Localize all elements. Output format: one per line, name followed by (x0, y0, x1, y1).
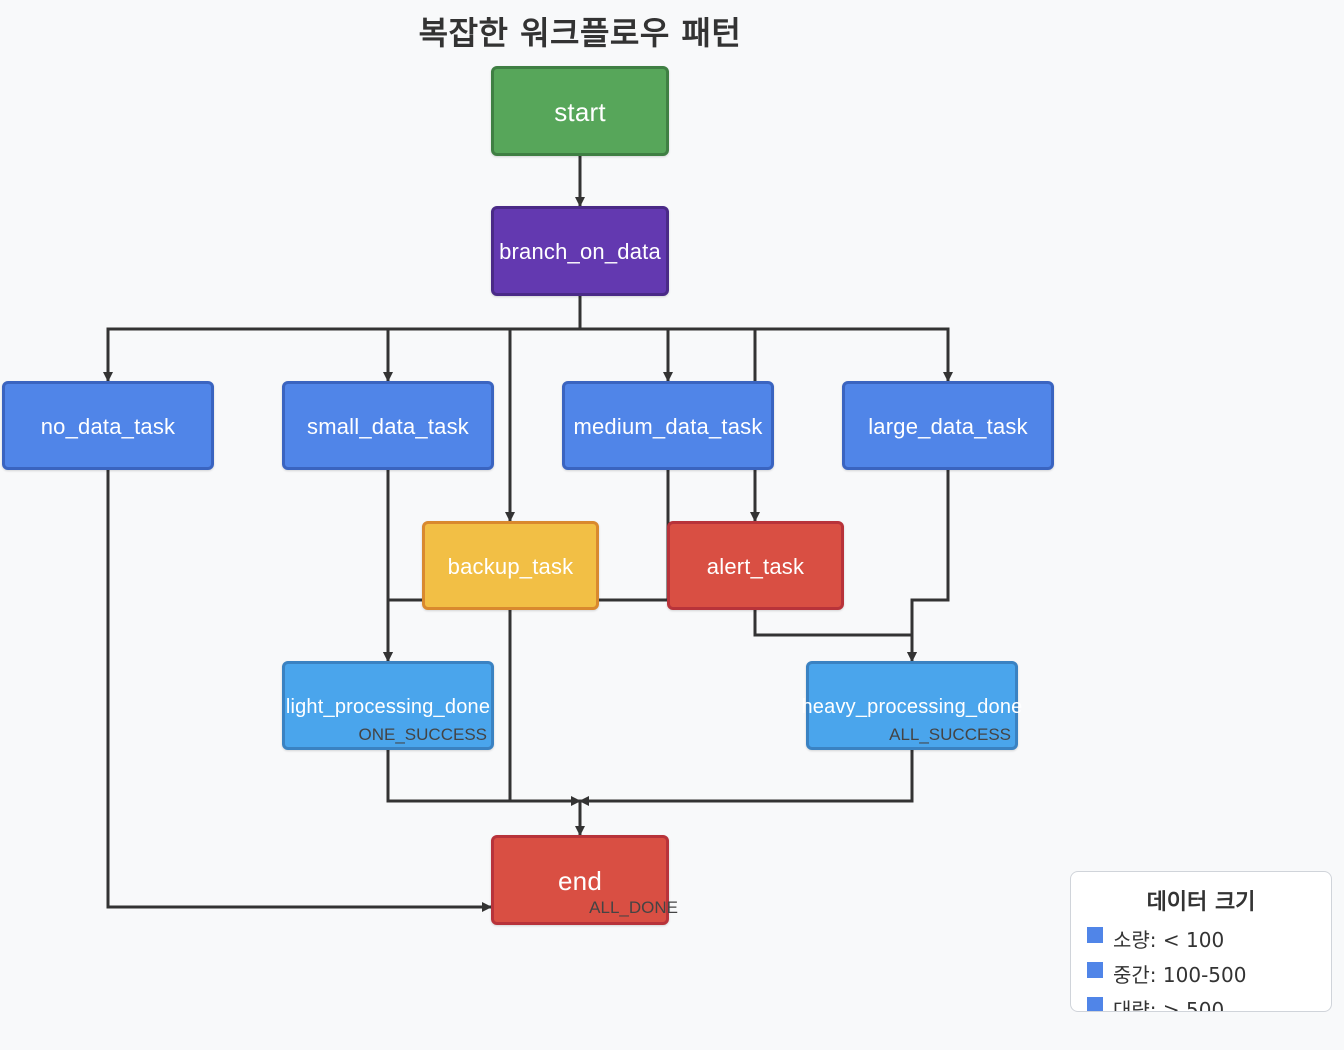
node-light-processing-done[interactable]: light_processing_done ONE_SUCCESS (282, 661, 494, 750)
edge-light-processing-done-to-end (386, 750, 581, 806)
node-no-data-task-label: no_data_task (40, 414, 176, 439)
edge-large-data-task-to-heavy-processing-done (907, 470, 950, 662)
node-small-data-task[interactable]: small_data_task (282, 381, 494, 470)
edge-no-data-task-to-end (106, 470, 492, 912)
legend-swatch (1087, 997, 1103, 1011)
node-small-data-task-label: small_data_task (307, 414, 469, 439)
legend-label: 소량: < 100 (1113, 928, 1225, 952)
legend-label: 대량: > 500 (1113, 998, 1225, 1012)
legend-swatch (1087, 962, 1103, 978)
edge-branch-on-data-to-large-data-task (580, 327, 953, 382)
node-heavy-processing-done[interactable]: heavy_processing_done ALL_SUCCESS (801, 661, 1022, 750)
node-medium-data-task[interactable]: medium_data_task (562, 381, 774, 470)
edge-branch-on-data-to-no-data-task (103, 296, 582, 382)
legend-label: 중간: 100-500 (1113, 963, 1247, 987)
diagram-title: 복잡한 워크플로우 패턴 (418, 14, 742, 52)
node-light-processing-done-label: light_processing_done (285, 696, 491, 718)
node-end-label: end (558, 866, 602, 896)
edge-branch-on-data-to-small-data-task (383, 327, 580, 382)
edge-backup-task-to-end (508, 610, 585, 836)
legend-title: 데이터 크기 (1146, 890, 1256, 915)
node-large-data-task[interactable]: large_data_task (842, 381, 1054, 470)
node-medium-data-task-label: medium_data_task (573, 414, 763, 439)
node-end-trigger-rule: ALL_DONE (589, 898, 678, 917)
node-backup-task[interactable]: backup_task (422, 521, 599, 610)
node-no-data-task[interactable]: no_data_task (2, 381, 214, 470)
node-start[interactable]: start (491, 66, 669, 156)
node-alert-task[interactable]: alert_task (667, 521, 844, 610)
node-start-label: start (554, 97, 606, 127)
node-branch-on-data-label: branch_on_data (499, 239, 661, 264)
node-large-data-task-label: large_data_task (868, 414, 1028, 439)
node-end[interactable]: end ALL_DONE (491, 835, 678, 925)
edge-branch-on-data-to-backup-task (505, 327, 580, 522)
legend: 데이터 크기 소량: < 100 중간: 100-500 대량: > 500 (1070, 871, 1332, 1012)
node-heavy-processing-done-trigger-rule: ALL_SUCCESS (889, 725, 1011, 744)
node-alert-task-label: alert_task (706, 554, 805, 579)
edge-branch-on-data-to-medium-data-task (580, 327, 673, 382)
node-heavy-processing-done-label: heavy_processing_done (801, 696, 1023, 718)
edge-heavy-processing-done-to-end (579, 750, 914, 806)
node-backup-task-label: backup_task (447, 554, 574, 579)
edge-alert-task-to-heavy-processing-done (753, 610, 917, 662)
legend-swatch (1087, 927, 1103, 943)
node-light-processing-done-trigger-rule: ONE_SUCCESS (358, 725, 487, 744)
node-branch-on-data[interactable]: branch_on_data (491, 206, 669, 296)
